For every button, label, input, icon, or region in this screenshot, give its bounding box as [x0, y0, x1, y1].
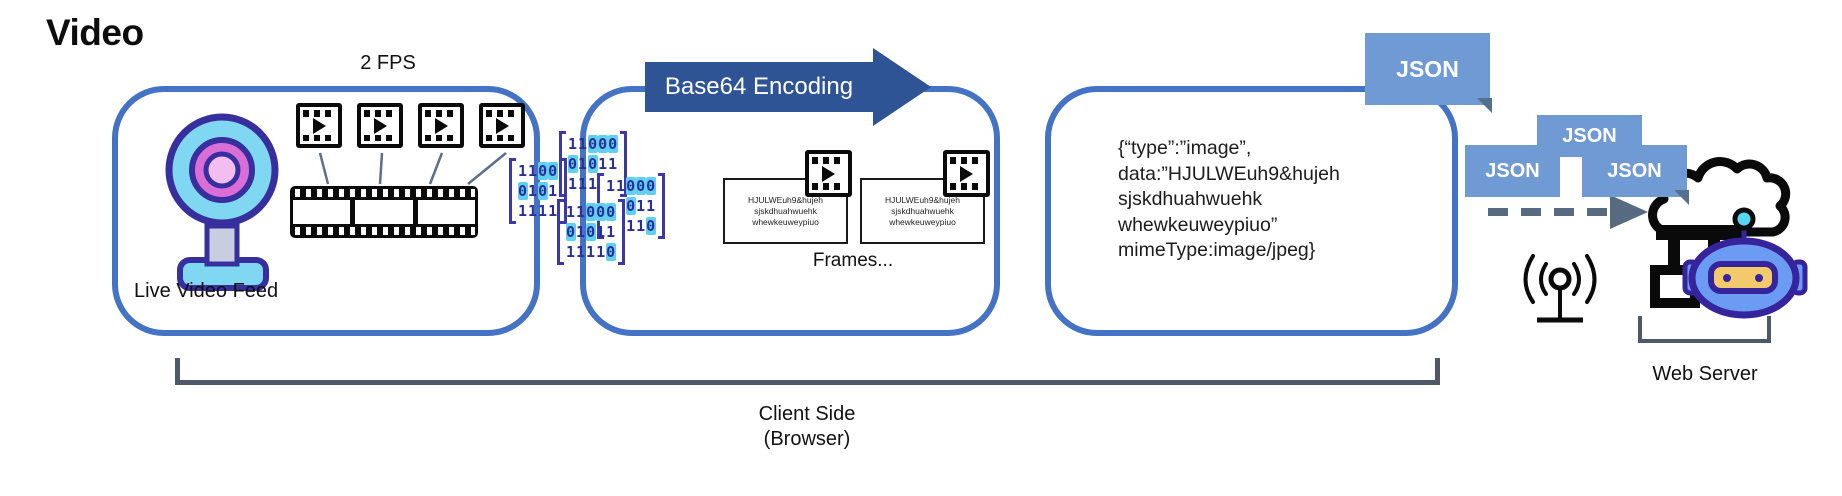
- arrow-head: [1610, 195, 1648, 229]
- json-payload-text: {“type”:”image”, data:”HJULWEuh9&hujeh s…: [1118, 137, 1340, 261]
- film-strip-frame: [293, 200, 351, 224]
- web-server-icon: [1648, 157, 1808, 319]
- json-badge: JSON: [1582, 145, 1689, 205]
- arrow-head: [873, 48, 931, 126]
- frame-icon: [943, 150, 990, 197]
- frames-label: Frames...: [812, 250, 894, 271]
- frame-icon: [479, 103, 525, 148]
- json-badge: JSON: [1465, 145, 1560, 197]
- frame-icon: [805, 150, 852, 197]
- fps-label: 2 FPS: [360, 52, 416, 74]
- page-title: Video: [46, 12, 144, 53]
- webcam-icon: [165, 113, 279, 291]
- film-strip-frame: [417, 200, 475, 224]
- client-side-label: Client Side (Browser): [758, 403, 856, 450]
- frame-icon: [296, 103, 342, 148]
- json-badge: JSON: [1365, 33, 1492, 113]
- web-server-label: Web Server: [1652, 363, 1758, 385]
- base64-encoding-arrow-label: Base64 Encoding: [645, 62, 873, 112]
- film-strip-sprockets: [293, 189, 475, 197]
- binary-bits-group: 11000 01011 111: [559, 131, 628, 197]
- badge-fold: [1674, 190, 1689, 205]
- binary-bits-group: 11000 01011 11110: [557, 199, 626, 265]
- film-strip-frame: [355, 200, 413, 224]
- live-video-feed-label: Live Video Feed: [134, 280, 279, 302]
- binary-bits-group: 1100 0101 1111: [509, 158, 568, 224]
- transfer-arrow: [1488, 195, 1648, 229]
- film-strip-sprockets: [293, 227, 475, 235]
- client-side-bracket: [175, 358, 1440, 385]
- json-payload-box: [1045, 86, 1458, 336]
- robot-antenna-ball: [1732, 207, 1756, 231]
- robot-visor: [1708, 261, 1778, 294]
- frame-icon: [357, 103, 403, 148]
- web-server-bracket: [1638, 316, 1771, 343]
- frame-icon: [418, 103, 464, 148]
- frame-connector-lines: [318, 152, 507, 185]
- antenna-icon: [1523, 254, 1597, 323]
- base64-payload-card: HJULWEuh9&hujeh sjskdhuahwuehk whewkeuwe…: [723, 178, 848, 244]
- badge-fold: [1477, 98, 1492, 113]
- film-strip-icon: [290, 186, 478, 238]
